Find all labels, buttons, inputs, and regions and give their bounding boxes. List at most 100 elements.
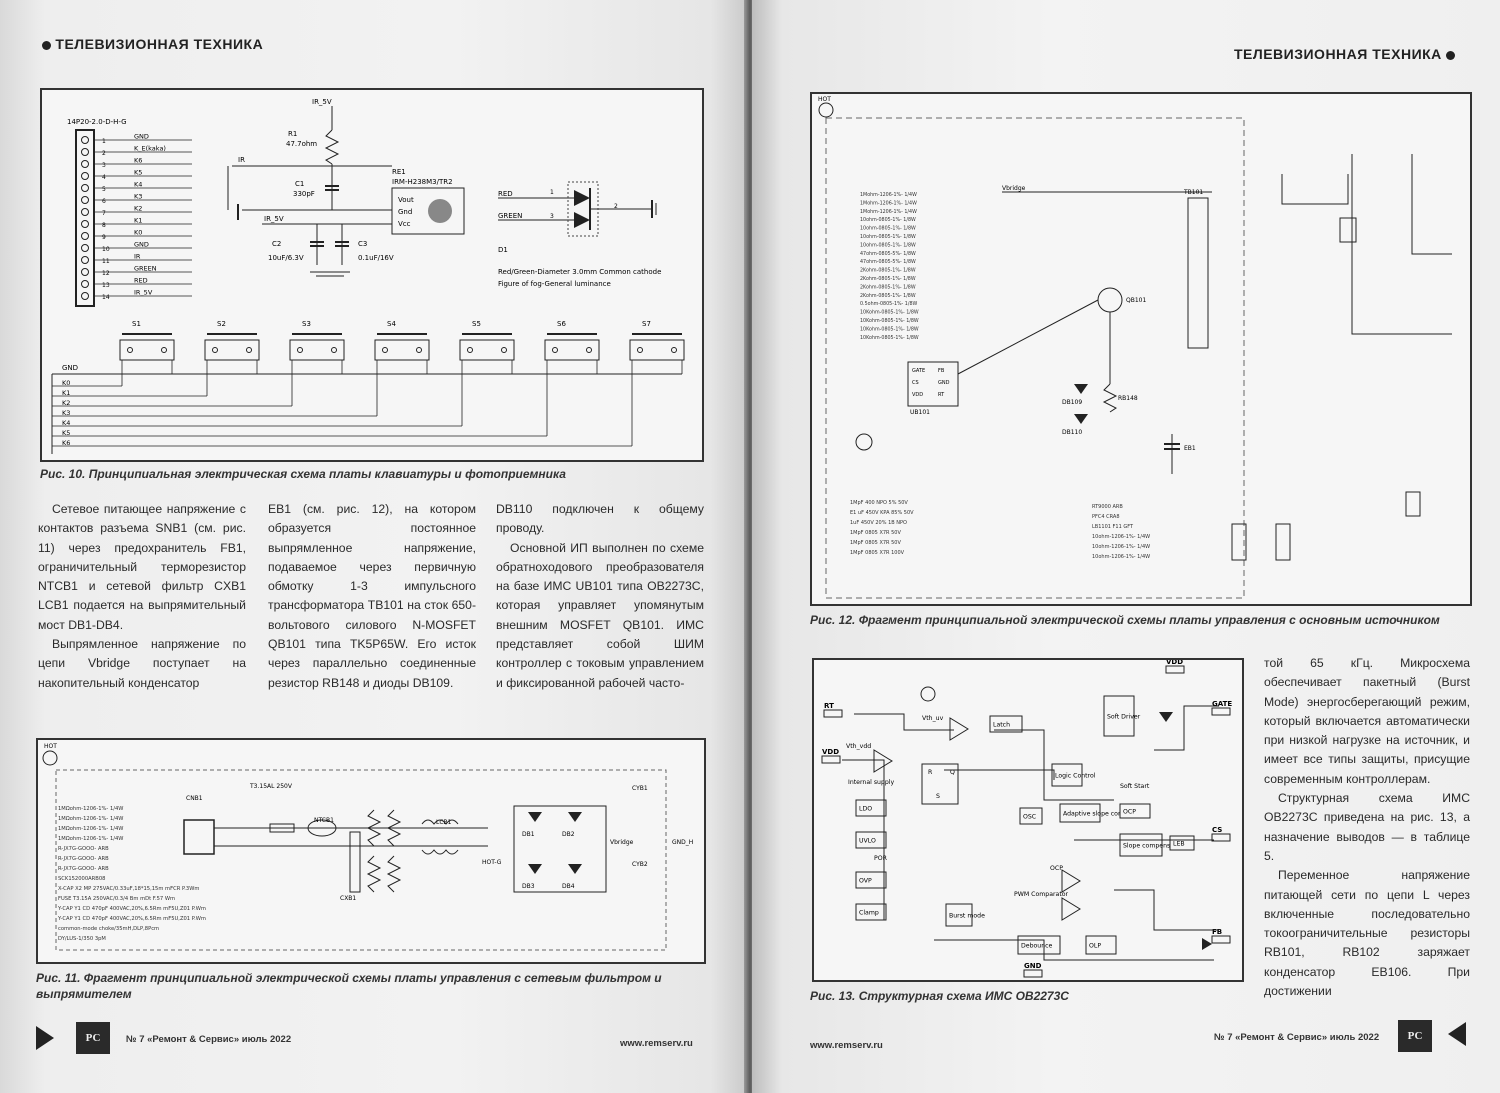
pin-label: GATE bbox=[912, 368, 925, 374]
bom-note: 10ohm-1206-1%- 1/4W bbox=[1092, 554, 1150, 560]
qb101-label: QB101 bbox=[1126, 297, 1146, 304]
cap-icon bbox=[1231, 523, 1247, 561]
ic-block-label: Debounce bbox=[1021, 943, 1053, 950]
next-page-arrow-icon[interactable] bbox=[1448, 1022, 1466, 1046]
bom-note: common-mode choke/35mH,DLP,8Pcm bbox=[58, 926, 159, 932]
tb101-label: TB101 bbox=[1183, 189, 1203, 196]
d1-label: D1 bbox=[498, 246, 508, 254]
comparator-icon bbox=[1061, 897, 1081, 921]
bullet-icon bbox=[1446, 50, 1456, 60]
connector-pin bbox=[81, 184, 89, 192]
bus-label: K4 bbox=[62, 419, 70, 427]
bom-note: R-JX7G-GOOO- ARB bbox=[58, 866, 109, 872]
hot-ground-icon bbox=[818, 102, 834, 118]
pin-number: 2 bbox=[102, 150, 106, 157]
led-note: Red/Green-Diameter 3.0mm Common cathode bbox=[498, 268, 661, 276]
pin-signal-label: IR_5V bbox=[134, 289, 153, 297]
vbridge-label: Vbridge bbox=[1002, 185, 1026, 192]
connector-pin bbox=[81, 208, 89, 216]
pin-number: 9 bbox=[102, 234, 106, 241]
footer-issue: № 7 «Ремонт & Сервис» июль 2022 bbox=[126, 1034, 292, 1045]
bom-note: 10ohm-0805-1%- 1/8W bbox=[860, 226, 916, 232]
switch-contact bbox=[552, 347, 558, 353]
bom-note: 10ohm-0805-1%- 1/8W bbox=[860, 242, 916, 248]
pin-name: CS bbox=[1212, 826, 1222, 834]
mains-filter-schematic: HOT CNB1 T3.15AL 250V NTCB1 CXB1 LCB1 bbox=[42, 743, 693, 951]
pin-label: FB bbox=[938, 368, 945, 374]
pin-pad bbox=[1165, 665, 1185, 674]
db1-label: DB1 bbox=[522, 831, 535, 838]
pin-pad bbox=[823, 709, 843, 718]
ic-block-label: Q bbox=[950, 769, 955, 776]
comparator-icon bbox=[1061, 869, 1081, 893]
bus-label: K6 bbox=[62, 439, 70, 447]
cap-icon bbox=[1275, 523, 1291, 561]
db110-label: DB110 bbox=[1062, 429, 1082, 436]
ic-block-label: Soft Start bbox=[1120, 783, 1150, 790]
bom-note: 1Mohm-1206-1%- 1/4W bbox=[860, 200, 917, 206]
footer-site[interactable]: www.remserv.ru bbox=[810, 1040, 883, 1051]
bom-note: 1MpF 400 NPO 5% 50V bbox=[850, 500, 908, 506]
bom-note: Y-CAP Y1 CD 470pF 400VAC,20%,6.5Rm mF5U,… bbox=[57, 906, 206, 912]
right-page: ТЕЛЕВИЗИОННАЯ ТЕХНИКА HOT Vbridge 1Mohm-… bbox=[752, 0, 1500, 1093]
switch-contact bbox=[586, 347, 592, 353]
ic-block bbox=[1059, 803, 1101, 823]
c2-label: C2 bbox=[272, 240, 281, 248]
pin-name: RT bbox=[824, 702, 834, 710]
resistor-array bbox=[366, 809, 402, 893]
switch-body bbox=[204, 339, 260, 361]
wire bbox=[944, 769, 1055, 780]
bom-note: 47ohm-0805-5%- 1/8W bbox=[860, 251, 916, 257]
choke-lcb1 bbox=[421, 819, 459, 825]
bom-note: 1MΩohm-1206-1%- 1/4W bbox=[58, 806, 123, 812]
ic-block bbox=[855, 903, 887, 921]
keyboard-schematic: 14P20-2.0-D-H-G 1GND2K_E(kaka)3K64K55K46… bbox=[51, 98, 685, 454]
pin-signal-label: GND bbox=[134, 133, 149, 141]
diode-icon bbox=[568, 864, 582, 874]
switch-label: S5 bbox=[472, 320, 481, 328]
r1-label: R1 bbox=[288, 130, 297, 138]
paragraph: Основной ИП выполнен по схеме обратноход… bbox=[496, 540, 704, 690]
ir5v-top-label: IR_5V bbox=[312, 98, 332, 106]
ic-block bbox=[855, 871, 887, 889]
footer-site[interactable]: www.remserv.ru bbox=[620, 1038, 693, 1049]
gnd-bus-label: GND bbox=[62, 364, 78, 372]
comparator-icon bbox=[873, 749, 893, 773]
bom-note: 10ohm-0805-1%- 1/8W bbox=[860, 234, 916, 240]
pin-signal-label: K1 bbox=[134, 217, 142, 225]
footer-issue: № 7 «Ремонт & Сервис» июль 2022 bbox=[1214, 1032, 1380, 1043]
connector-cnb1 bbox=[183, 819, 215, 855]
ic-block-label: Internal supply bbox=[848, 779, 895, 786]
paragraph: Сетевое питающее напряжение с контактов … bbox=[38, 502, 246, 632]
cnb1-label: CNB1 bbox=[186, 795, 203, 802]
db4-label: DB4 bbox=[562, 883, 575, 890]
secondary-wires bbox=[1351, 154, 1452, 335]
switch-contact bbox=[297, 347, 303, 353]
fig12-caption: Рис. 12. Фрагмент принципиальной электри… bbox=[810, 613, 1440, 627]
fig11-caption: Рис. 11. Фрагмент принципиальной электри… bbox=[36, 971, 662, 1001]
ic-block bbox=[945, 903, 973, 927]
ic-ub101 bbox=[907, 361, 959, 407]
switch-label: S7 bbox=[642, 320, 651, 328]
switch-contact bbox=[212, 347, 218, 353]
switch-label: S6 bbox=[557, 320, 566, 328]
wire-gate bbox=[957, 299, 1099, 375]
fig11-notes: 1MΩohm-1206-1%- 1/4W 1MΩohm-1206-1%- 1/4W… bbox=[57, 806, 206, 942]
bullet-icon bbox=[42, 40, 51, 50]
bom-note: 10Kohm-0805-1%- 1/8W bbox=[860, 335, 919, 341]
pin-signal-label: GREEN bbox=[134, 265, 157, 273]
wire bbox=[842, 759, 885, 920]
pin-number: 11 bbox=[102, 258, 110, 265]
prev-page-arrow-icon[interactable] bbox=[36, 1026, 54, 1050]
pin-signal-label: K3 bbox=[134, 193, 142, 201]
cxb1-label: CXB1 bbox=[340, 895, 356, 902]
paragraph: Выпрямленное напряжение по цепи Vbridge … bbox=[38, 637, 246, 690]
pin-number: 10 bbox=[102, 246, 110, 253]
pin-number: 8 bbox=[102, 222, 106, 229]
pin-number: 5 bbox=[102, 186, 106, 193]
ic-block bbox=[989, 715, 1023, 733]
pin-signal-label: RED bbox=[134, 277, 148, 285]
bom-note: 1uF 450V 20% 1B NPO bbox=[850, 520, 907, 526]
bom-note: 1MΩohm-1206-1%- 1/4W bbox=[58, 826, 123, 832]
